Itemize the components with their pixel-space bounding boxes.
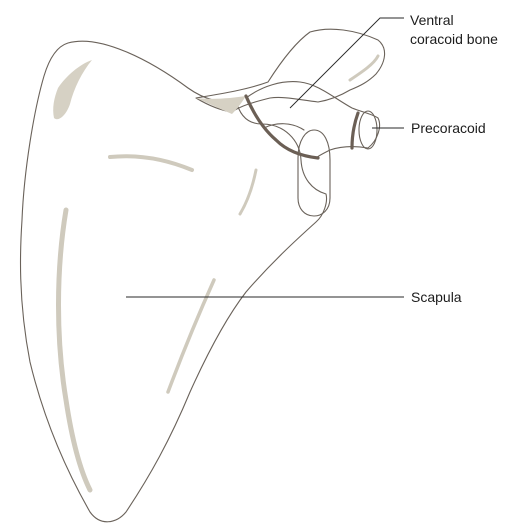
label-ventral-coracoid-line1: Ventral bbox=[410, 11, 498, 30]
glenoid-column-outline bbox=[298, 130, 330, 216]
scapula-glenoid-ridge bbox=[240, 170, 256, 214]
label-ventral-coracoid-bone: Ventral coracoid bone bbox=[410, 11, 498, 49]
label-ventral-coracoid-line2: coracoid bone bbox=[410, 30, 498, 49]
label-precoracoid: Precoracoid bbox=[411, 119, 486, 138]
leader-lines bbox=[126, 18, 404, 297]
scapula-upper-ridge bbox=[53, 60, 92, 119]
coracoid-base-shadow bbox=[196, 96, 246, 114]
scapula-vertebral-ridge bbox=[59, 210, 91, 490]
label-scapula: Scapula bbox=[411, 288, 462, 307]
precoracoid-suture-end bbox=[352, 113, 358, 148]
leader-ventral-coracoid bbox=[290, 18, 404, 108]
precoracoid-body-outline bbox=[246, 82, 380, 158]
scapula-bone bbox=[20, 41, 326, 522]
coracoid-scapula-suture bbox=[246, 96, 318, 158]
scapula-blade-outline bbox=[20, 41, 326, 522]
scapula-spine-ridge bbox=[110, 156, 192, 170]
precoracoid-end-cap bbox=[359, 111, 377, 149]
precoracoid-bone bbox=[246, 82, 380, 158]
glenoid-process bbox=[246, 96, 330, 216]
